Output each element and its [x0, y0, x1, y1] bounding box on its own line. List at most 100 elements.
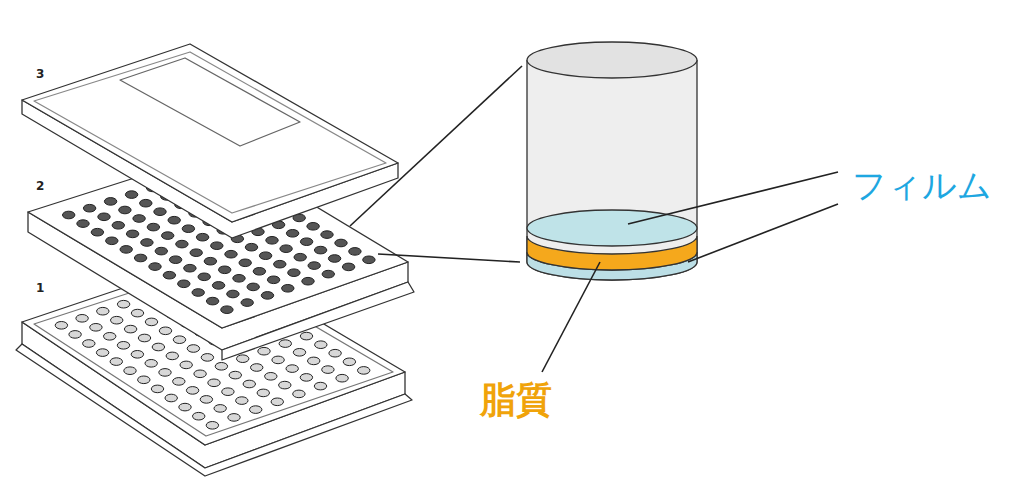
well-cylinder	[527, 42, 697, 280]
well	[329, 349, 341, 357]
well	[83, 340, 95, 348]
well	[225, 250, 237, 258]
well	[159, 369, 171, 377]
well	[147, 223, 159, 231]
zoom-lines	[350, 66, 522, 262]
well	[308, 262, 320, 270]
well	[258, 347, 270, 355]
well	[169, 256, 181, 264]
well	[215, 363, 227, 371]
well	[184, 264, 196, 272]
well	[97, 307, 109, 315]
well	[293, 349, 305, 357]
well	[176, 240, 188, 248]
well	[293, 390, 305, 398]
lid-rim	[34, 52, 386, 213]
leader-line	[542, 262, 600, 372]
well	[140, 199, 152, 207]
well	[321, 231, 333, 239]
well	[110, 358, 122, 366]
well	[227, 290, 239, 298]
well	[307, 223, 319, 231]
well	[193, 412, 205, 420]
well	[245, 243, 257, 251]
well	[286, 365, 298, 373]
cylinder-top	[527, 42, 697, 78]
well	[247, 283, 259, 291]
well	[190, 249, 202, 257]
well	[91, 228, 103, 236]
well	[294, 253, 306, 261]
well	[131, 309, 143, 317]
well	[274, 260, 286, 268]
well	[98, 213, 110, 221]
well	[259, 252, 271, 260]
well	[300, 374, 312, 382]
well	[335, 239, 347, 247]
well	[179, 403, 191, 411]
well	[166, 352, 178, 360]
well	[322, 366, 334, 374]
well	[124, 367, 136, 375]
cylinder-body	[527, 60, 697, 280]
well	[173, 336, 185, 344]
well	[243, 380, 255, 388]
well	[343, 358, 355, 366]
well	[192, 289, 204, 297]
well	[198, 273, 210, 281]
part-label: 脂質	[480, 382, 552, 418]
well	[358, 367, 370, 375]
well	[131, 351, 143, 359]
well	[141, 239, 153, 247]
well	[279, 340, 291, 348]
well	[236, 397, 248, 405]
part-label: フィルム	[852, 168, 992, 202]
well	[62, 211, 74, 219]
well	[228, 414, 240, 422]
well	[134, 254, 146, 262]
well	[286, 230, 298, 238]
well	[267, 276, 279, 284]
well	[241, 299, 253, 307]
well	[211, 242, 223, 250]
well	[261, 292, 273, 300]
well	[138, 334, 150, 342]
well	[315, 341, 327, 349]
well	[282, 285, 294, 293]
well	[96, 349, 108, 357]
well	[208, 379, 220, 387]
well	[119, 206, 131, 214]
well	[336, 374, 348, 382]
well	[200, 396, 212, 404]
well	[251, 364, 263, 372]
well	[152, 343, 164, 351]
well	[69, 331, 81, 339]
well	[272, 356, 284, 364]
well	[155, 247, 167, 255]
lid-top	[22, 44, 398, 222]
well	[233, 275, 245, 283]
well	[229, 371, 241, 379]
well	[300, 332, 312, 340]
well	[83, 204, 95, 212]
zoom-line	[350, 66, 522, 226]
leader-lines	[542, 172, 838, 372]
well	[151, 385, 163, 393]
well	[112, 222, 124, 230]
well	[308, 357, 320, 365]
well	[165, 394, 177, 402]
well	[187, 345, 199, 353]
callout-number: 2	[36, 180, 44, 192]
zoom-line	[378, 254, 520, 262]
well	[120, 246, 132, 254]
well	[117, 300, 129, 308]
well	[265, 373, 277, 381]
well	[178, 280, 190, 288]
well	[201, 354, 213, 362]
well	[221, 306, 233, 314]
well	[349, 248, 361, 256]
well	[104, 198, 116, 206]
well	[194, 370, 206, 378]
well	[133, 215, 145, 223]
well	[76, 315, 88, 323]
